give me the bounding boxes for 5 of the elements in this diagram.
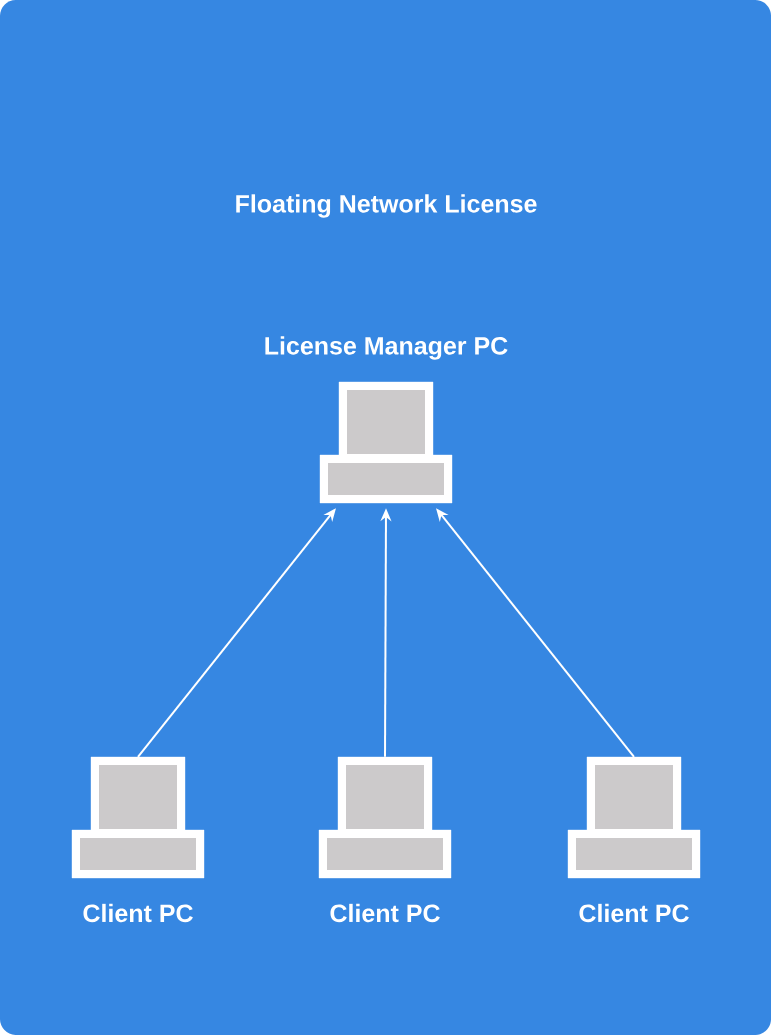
- node-label: License Manager PC: [265, 336, 508, 360]
- title: Floating Network License: [236, 194, 537, 218]
- node-label: Client PC: [83, 903, 193, 923]
- node-label: Client PC: [579, 903, 689, 923]
- node-label: Client PC: [330, 903, 440, 923]
